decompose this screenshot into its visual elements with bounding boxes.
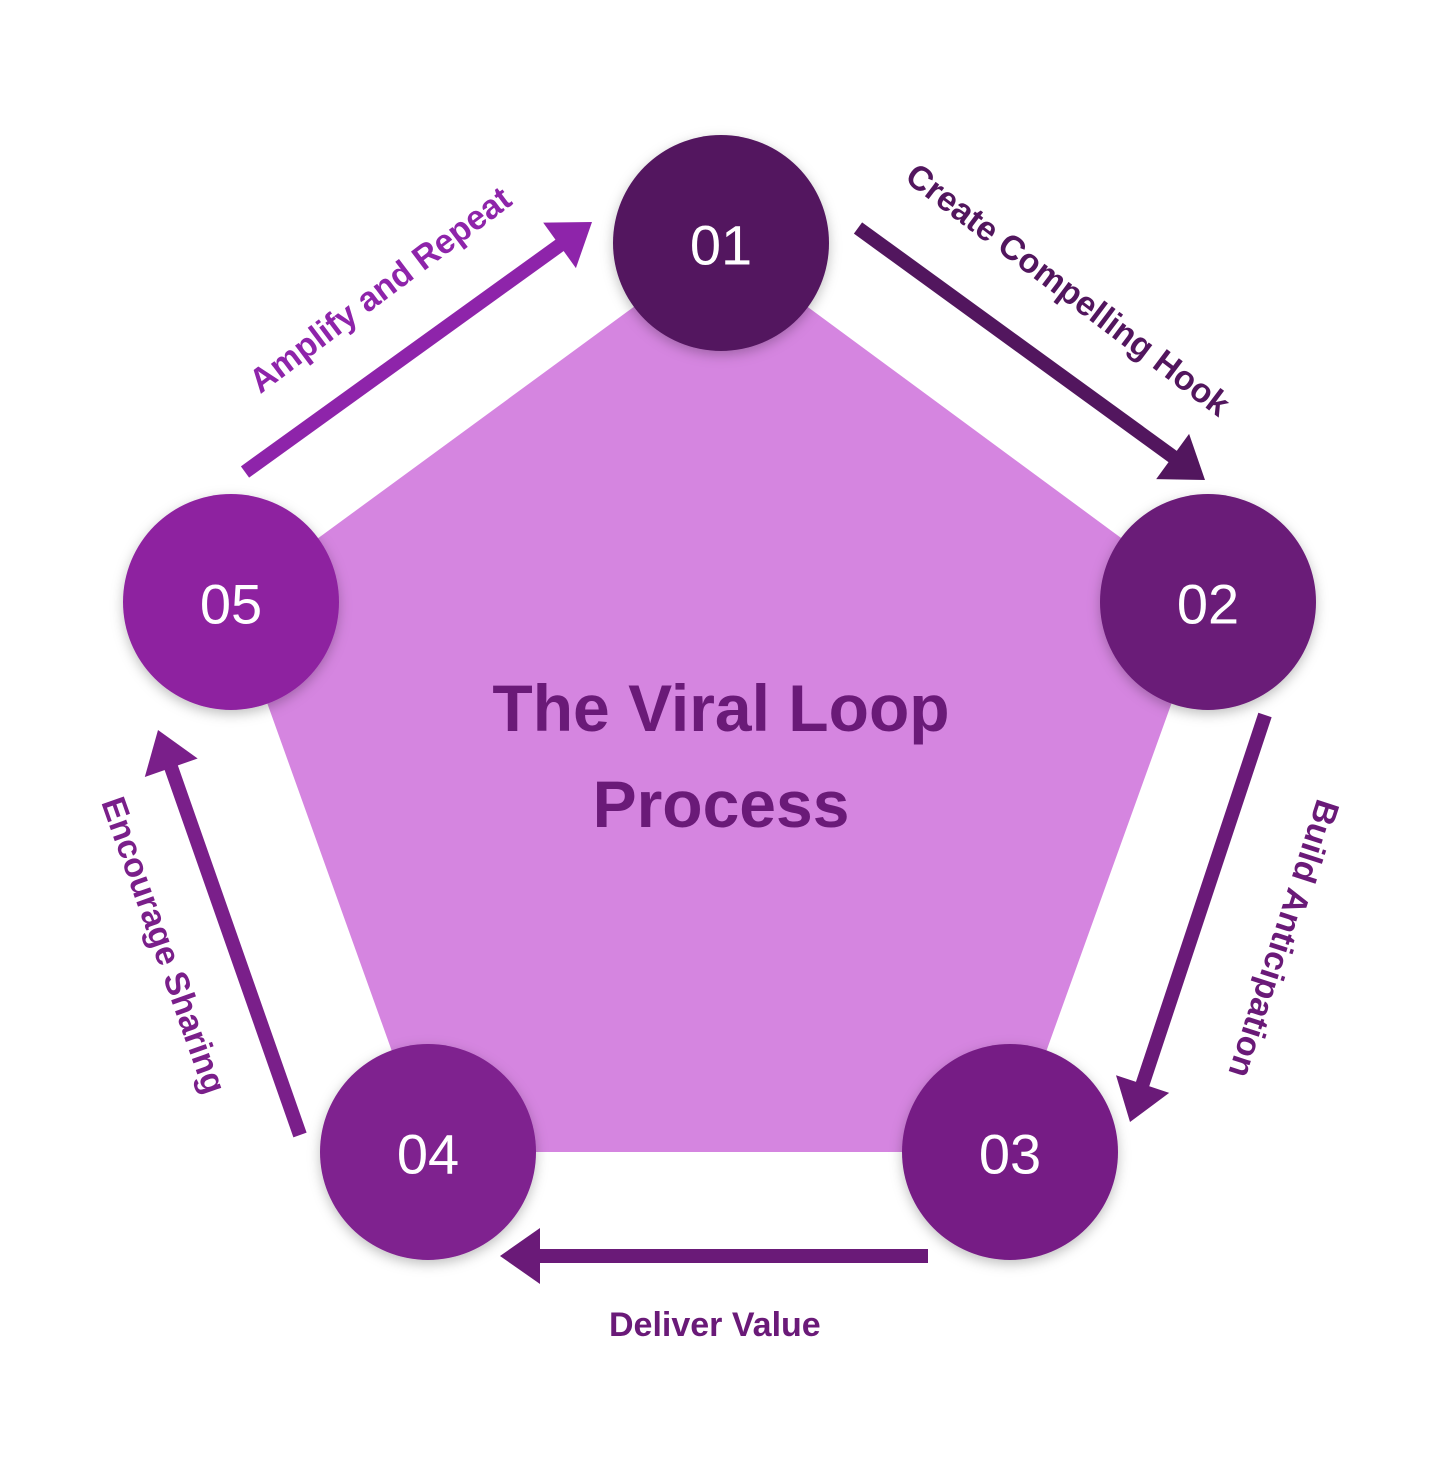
- arrow-head: [1116, 1075, 1170, 1122]
- step-number: 04: [397, 1123, 459, 1186]
- arrow-shaft: [240, 238, 566, 478]
- arrow-step-1-to-2: [853, 222, 1205, 480]
- arrow-head: [500, 1228, 540, 1284]
- step-number: 03: [979, 1123, 1041, 1186]
- step-number: 05: [200, 573, 262, 636]
- step-node-05: 05: [123, 494, 339, 710]
- step-node-02: 02: [1100, 494, 1316, 710]
- arrow-head: [144, 730, 198, 778]
- step-node-03: 03: [902, 1044, 1118, 1260]
- step-label-deliver-value: Deliver Value: [609, 1305, 821, 1344]
- arrow-step-3-to-4: [500, 1228, 928, 1284]
- title-line-2: Process: [592, 767, 850, 841]
- arrow-head: [1156, 433, 1205, 480]
- step-circle: [902, 1044, 1118, 1260]
- arrow-step-4-to-5: [144, 730, 307, 1138]
- step-number: 02: [1177, 573, 1239, 636]
- step-number: 01: [690, 214, 752, 277]
- arrow-shaft: [163, 763, 307, 1138]
- step-circle: [613, 135, 829, 351]
- arrow-head: [543, 222, 592, 269]
- step-node-04: 04: [320, 1044, 536, 1260]
- arrow-shaft: [1135, 712, 1272, 1089]
- pentagon-background: [231, 243, 1208, 1152]
- title-line-1: The Viral Loop: [492, 671, 950, 745]
- step-node-01: 01: [613, 135, 829, 351]
- arrow-shaft: [853, 222, 1179, 464]
- step-circle: [320, 1044, 536, 1260]
- diagram-title: The Viral Loop Process: [421, 660, 1021, 852]
- arrow-step-5-to-1: [240, 222, 592, 478]
- step-circle: [123, 494, 339, 710]
- arrow-step-2-to-3: [1116, 712, 1272, 1122]
- step-circle: [1100, 494, 1316, 710]
